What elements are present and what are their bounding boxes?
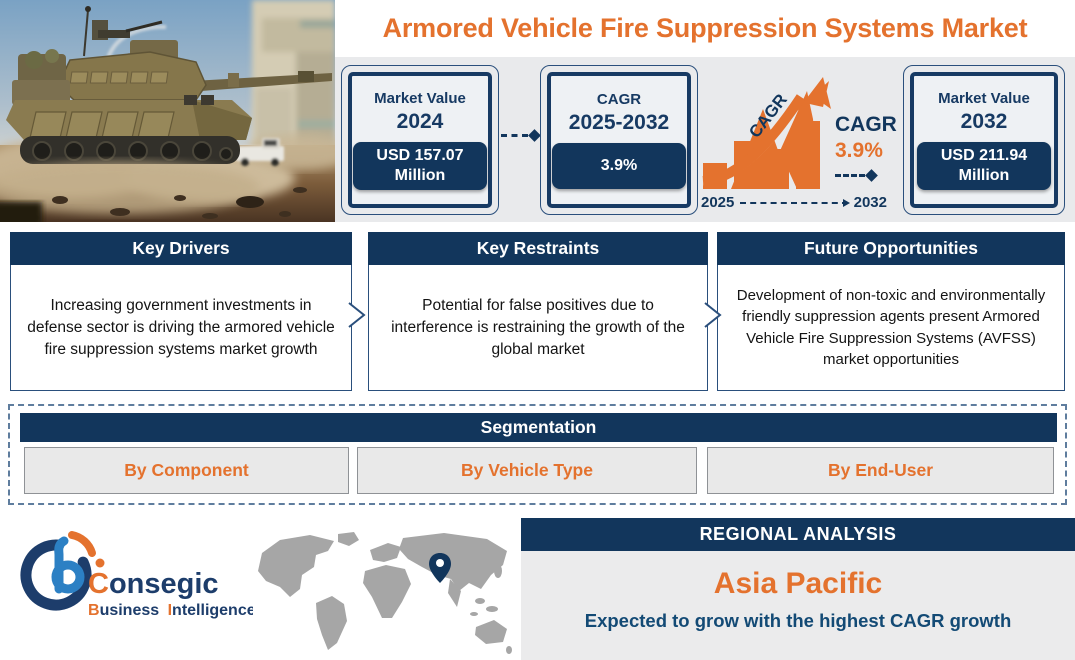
brand-tagline: Business Intelligence — [88, 602, 253, 619]
year-arrow — [740, 198, 850, 207]
stats-band: Market Value 2024 USD 157.07 Million CAG… — [335, 57, 1075, 222]
panel-title: Key Drivers — [10, 232, 352, 265]
dashed-connector — [501, 129, 541, 142]
market-value-2024-card: Market Value 2024 USD 157.07 Million — [341, 65, 499, 215]
segment-by-component: By Component — [24, 447, 349, 494]
growth-years: 2025 2032 — [701, 194, 887, 211]
start-year: 2025 — [701, 194, 735, 211]
logo-orange-dot — [95, 558, 105, 568]
market-value-2032-card: Market Value 2032 USD 211.94 Million — [903, 65, 1065, 215]
growth-chart-graphic: CAGR — [701, 69, 846, 191]
tank-illustration — [0, 0, 335, 222]
segmentation-title: Segmentation — [20, 413, 1057, 442]
segmentation-section: Segmentation By Component By Vehicle Typ… — [8, 404, 1067, 505]
cagr-callout-value: 3.9% — [835, 139, 883, 162]
title-band: Armored Vehicle Fire Suppression Systems… — [335, 0, 1075, 57]
future-opportunities-panel: Future Opportunities Development of non-… — [717, 232, 1065, 391]
logo-orange-arc — [68, 531, 96, 557]
cagr-callout: CAGR 3.9% — [835, 113, 905, 182]
stat-value: USD 211.94 Million — [917, 141, 1051, 190]
world-map — [254, 531, 514, 659]
brand-name: Consegic — [88, 568, 219, 600]
pointer-chevron-icon — [348, 302, 366, 328]
logo-b-stem — [54, 536, 69, 594]
regional-analysis-section: REGIONAL ANALYSIS Asia Pacific Expected … — [521, 518, 1075, 660]
tank-image — [0, 0, 335, 222]
location-pin-icon — [429, 553, 451, 583]
segment-by-end-user: By End-User — [707, 447, 1054, 494]
dashed-connector — [835, 169, 905, 182]
cagr-card: CAGR 2025-2032 3.9% — [540, 65, 698, 215]
regional-analysis-body: Asia Pacific Expected to grow with the h… — [521, 551, 1075, 660]
region-note: Expected to grow with the highest CAGR g… — [584, 610, 1012, 631]
consegic-logo: Consegic Business Intelligence — [18, 523, 256, 633]
page-title: Armored Vehicle Fire Suppression Systems… — [382, 13, 1028, 43]
key-restraints-panel: Key Restraints Potential for false posit… — [368, 232, 708, 391]
stat-label: Market Value — [938, 90, 1030, 108]
tank-body — [6, 6, 332, 164]
regional-analysis-title: REGIONAL ANALYSIS — [521, 518, 1075, 551]
stat-value: 3.9% — [552, 142, 686, 189]
cagr-callout-title: CAGR — [835, 113, 897, 136]
pointer-chevron-icon — [704, 302, 722, 328]
stat-period: 2025-2032 — [568, 110, 670, 134]
logo-c-arc — [20, 539, 92, 611]
stat-value: USD 157.07 Million — [353, 141, 487, 190]
stat-label: Market Value — [374, 90, 466, 108]
panel-body: Increasing government investments in def… — [10, 265, 352, 391]
stat-label: CAGR — [596, 91, 642, 109]
panel-title: Future Opportunities — [717, 232, 1065, 265]
stat-period: 2032 — [960, 109, 1008, 133]
panel-body: Development of non-toxic and environment… — [717, 265, 1065, 391]
panel-title: Key Restraints — [368, 232, 708, 265]
logo-b-bowl — [51, 560, 85, 594]
stat-period: 2024 — [396, 109, 444, 133]
segment-by-vehicle-type: By Vehicle Type — [357, 447, 697, 494]
background-truck — [236, 138, 284, 166]
end-year: 2032 — [853, 194, 887, 211]
panel-body: Potential for false positives due to int… — [368, 265, 708, 391]
region-name: Asia Pacific — [713, 567, 883, 600]
key-drivers-panel: Key Drivers Increasing government invest… — [10, 232, 352, 391]
